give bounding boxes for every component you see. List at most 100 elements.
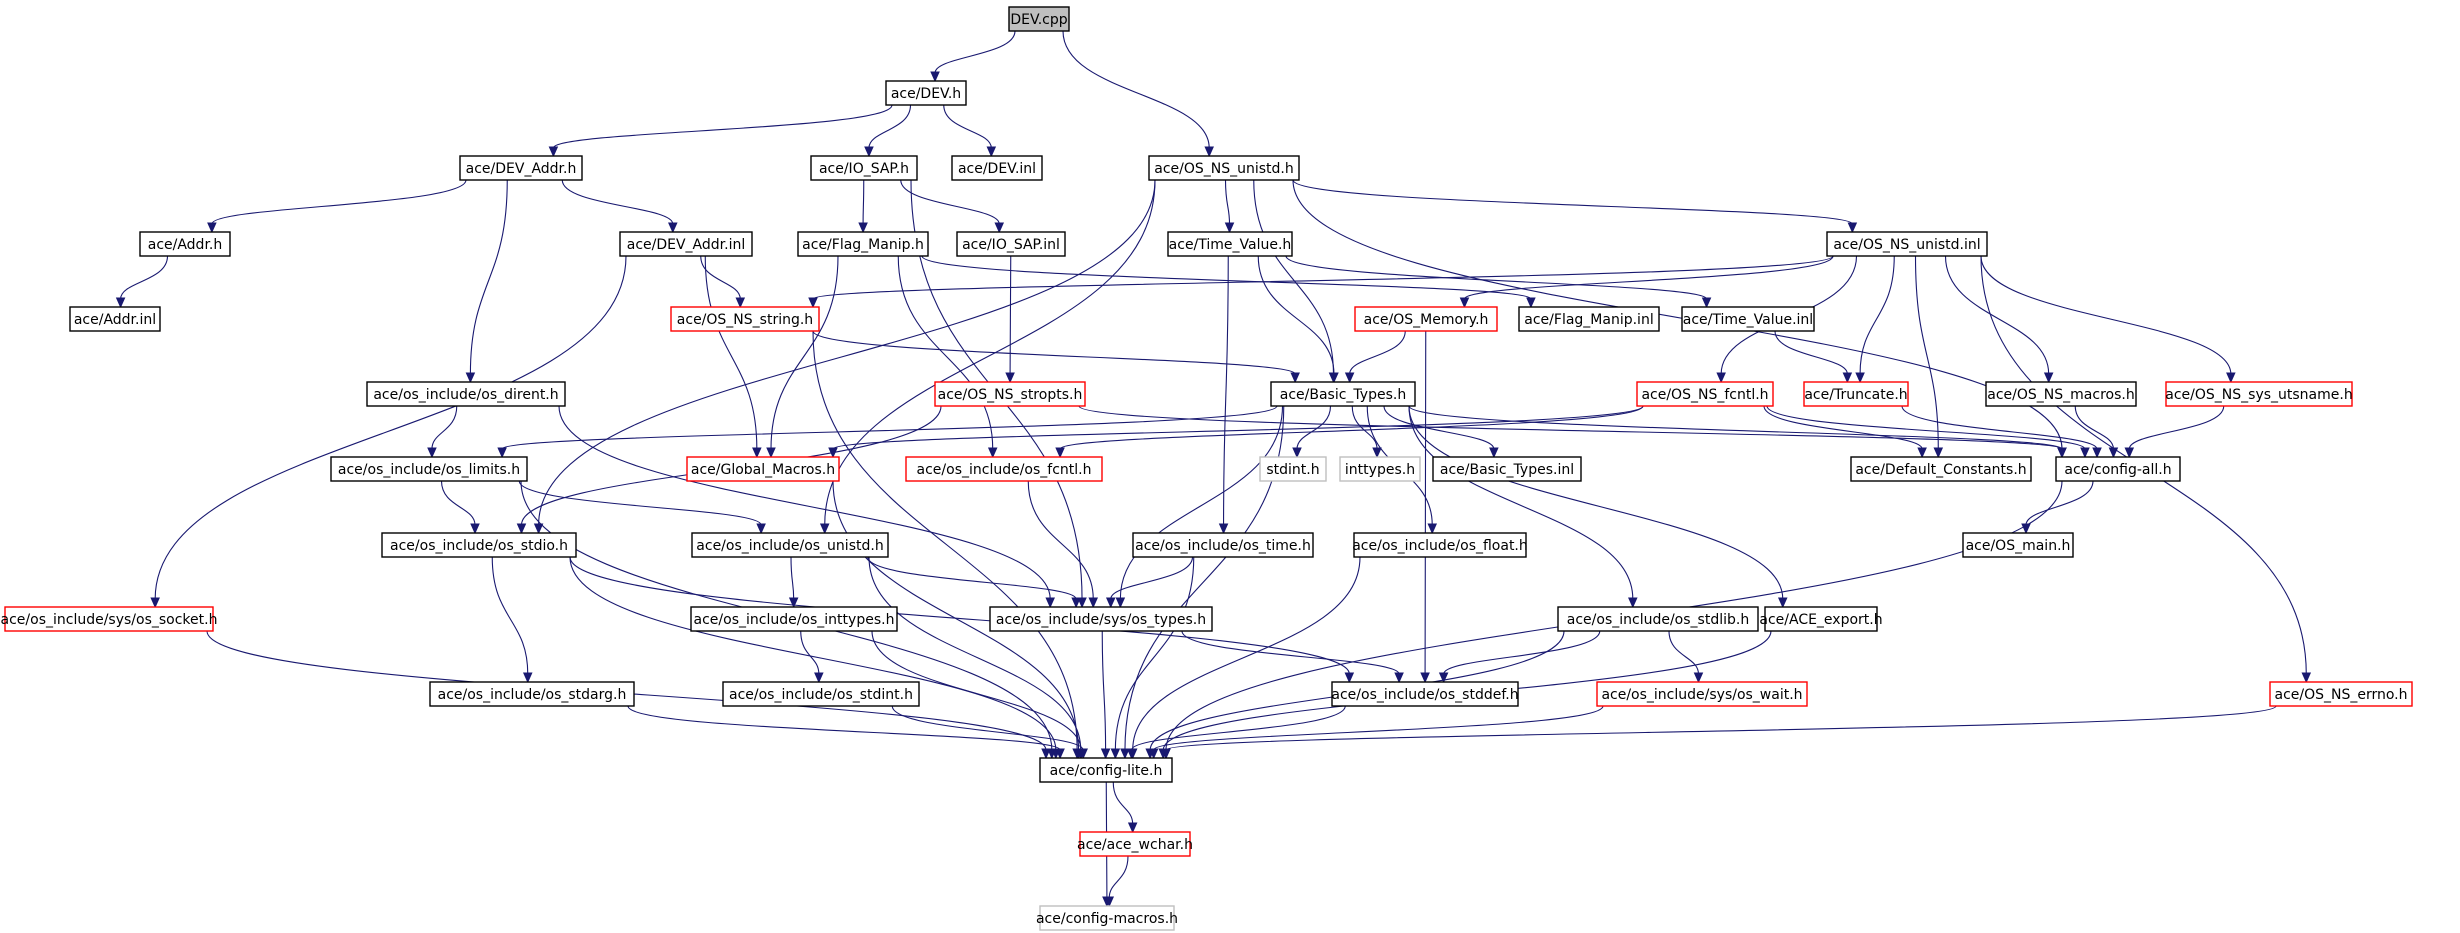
edge-line bbox=[770, 255, 839, 450]
node-basic-types-inl[interactable]: ace/Basic_Types.inl bbox=[1432, 456, 1582, 482]
node-ace-wchar-h[interactable]: ace/ace_wchar.h bbox=[1077, 831, 1193, 857]
node-os-ns-unistd-h[interactable]: ace/OS_NS_unistd.h bbox=[1148, 155, 1300, 181]
edge-arrowhead bbox=[994, 222, 1005, 234]
node-sys-os-wait-h[interactable]: ace/os_include/sys/os_wait.h bbox=[1596, 681, 1808, 707]
node-dev-h[interactable]: ace/DEV.h bbox=[885, 80, 967, 106]
edge-line bbox=[561, 179, 674, 225]
node-os-ns-macros-h[interactable]: ace/OS_NS_macros.h bbox=[1985, 381, 2137, 407]
node-label: ace/os_include/os_stdarg.h bbox=[438, 687, 627, 703]
node-os-float-h[interactable]: ace/os_include/os_float.h bbox=[1352, 532, 1528, 558]
node-box bbox=[989, 606, 1213, 632]
node-os-stdlib-h[interactable]: ace/os_include/os_stdlib.h bbox=[1557, 606, 1759, 632]
edge-os-float-h-to-config-lite-h bbox=[1127, 556, 1361, 760]
node-box bbox=[1596, 681, 1808, 707]
node-ace-export-h[interactable]: ace/ACE_export.h bbox=[1759, 606, 1883, 632]
edge-arrowhead bbox=[1628, 597, 1638, 609]
node-box bbox=[1270, 381, 1416, 407]
edge-arrowhead bbox=[1526, 297, 1536, 309]
node-flag-manip-h[interactable]: ace/Flag_Manip.h bbox=[797, 231, 929, 257]
edge-arrowhead bbox=[1110, 748, 1121, 760]
node-os-stdint-h[interactable]: ace/os_include/os_stdint.h bbox=[722, 681, 920, 707]
node-dev-inl[interactable]: ace/DEV.inl bbox=[951, 155, 1043, 181]
edge-line bbox=[1153, 705, 1604, 751]
node-truncate-h[interactable]: ace/Truncate.h bbox=[1803, 381, 1909, 407]
edge-os-unistd-h-to-os-inttypes-h bbox=[788, 556, 799, 609]
edge-line bbox=[943, 104, 992, 149]
edge-line bbox=[1132, 556, 1361, 751]
node-sys-os-socket-h[interactable]: ace/os_include/sys/os_socket.h bbox=[1, 606, 218, 632]
node-config-macros-h[interactable]: ace/config-macros.h bbox=[1036, 905, 1178, 931]
edge-line bbox=[1112, 781, 1134, 825]
edge-arrowhead bbox=[1005, 372, 1015, 384]
edge-os-ns-unistd-h-to-os-ns-unistd-inl bbox=[1292, 179, 1858, 234]
node-global-macros-h[interactable]: ace/Global_Macros.h bbox=[686, 456, 840, 482]
node-box bbox=[722, 681, 920, 707]
edge-line bbox=[1668, 630, 1700, 675]
node-os-inttypes-h[interactable]: ace/os_include/os_inttypes.h bbox=[690, 606, 898, 632]
node-os-dirent-h[interactable]: ace/os_include/os_dirent.h bbox=[366, 381, 566, 407]
node-dev-cpp[interactable]: DEV.cpp bbox=[1008, 6, 1070, 32]
node-os-ns-string-h[interactable]: ace/OS_NS_string.h bbox=[670, 306, 820, 332]
node-io-sap-inl[interactable]: ace/IO_SAP.inl bbox=[956, 231, 1066, 257]
node-flag-manip-inl[interactable]: ace/Flag_Manip.inl bbox=[1518, 306, 1660, 332]
node-os-stdarg-h[interactable]: ace/os_include/os_stdarg.h bbox=[429, 681, 635, 707]
node-box bbox=[2269, 681, 2413, 707]
node-basic-types-h[interactable]: ace/Basic_Types.h bbox=[1270, 381, 1416, 407]
node-os-stdio-h[interactable]: ace/os_include/os_stdio.h bbox=[381, 532, 577, 558]
node-box bbox=[1985, 381, 2137, 407]
node-os-fcntl-h[interactable]: ace/os_include/os_fcntl.h bbox=[905, 456, 1103, 482]
edge-arrowhead bbox=[207, 222, 217, 234]
node-os-time-h[interactable]: ace/os_include/os_time.h bbox=[1132, 532, 1314, 558]
node-os-stddef-h[interactable]: ace/os_include/os_stddef.h bbox=[1331, 681, 1519, 707]
edge-arrowhead bbox=[516, 523, 527, 535]
edge-time-value-h-to-os-time-h bbox=[1218, 255, 1229, 535]
node-time-value-inl[interactable]: ace/Time_Value.inl bbox=[1681, 306, 1815, 332]
node-io-sap-h[interactable]: ace/IO_SAP.h bbox=[810, 155, 918, 181]
edge-line bbox=[1110, 556, 1194, 600]
node-os-main-h[interactable]: ace/OS_main.h bbox=[1962, 532, 2074, 558]
edge-arrowhead bbox=[2108, 447, 2119, 459]
node-default-constants-h[interactable]: ace/Default_Constants.h bbox=[1850, 456, 2032, 482]
node-box bbox=[885, 80, 967, 106]
node-config-all-h[interactable]: ace/config-all.h bbox=[2055, 456, 2181, 482]
edge-line bbox=[1257, 255, 1335, 375]
edge-arrowhead bbox=[2124, 447, 2135, 459]
edge-os-ns-fcntl-h-to-global-macros-h bbox=[828, 405, 1644, 459]
edge-line bbox=[934, 30, 1016, 74]
node-os-ns-errno-h[interactable]: ace/OS_NS_errno.h bbox=[2269, 681, 2413, 707]
node-dev-addr-h[interactable]: ace/DEV_Addr.h bbox=[459, 155, 583, 181]
node-label: ace/ACE_export.h bbox=[1759, 612, 1882, 628]
node-box bbox=[1008, 6, 1070, 32]
edge-basic-types-h-to-os-stdlib-h bbox=[1408, 405, 1638, 609]
edge-arrowhead bbox=[1204, 146, 1214, 158]
node-addr-h[interactable]: ace/Addr.h bbox=[139, 231, 231, 257]
node-label: ace/Basic_Types.h bbox=[1280, 387, 1406, 403]
node-dev-addr-inl[interactable]: ace/DEV_Addr.inl bbox=[619, 231, 753, 257]
node-label: stdint.h bbox=[1266, 462, 1319, 478]
edge-os-stdint-h-to-config-lite-h bbox=[891, 705, 1088, 760]
node-stdint-h[interactable]: stdint.h bbox=[1259, 456, 1327, 482]
node-os-ns-unistd-inl[interactable]: ace/OS_NS_unistd.inl bbox=[1826, 231, 1988, 257]
node-sys-os-types-h[interactable]: ace/os_include/sys/os_types.h bbox=[989, 606, 1213, 632]
edge-arrowhead bbox=[828, 447, 838, 459]
edge-line bbox=[800, 630, 820, 675]
node-time-value-h[interactable]: ace/Time_Value.h bbox=[1167, 231, 1293, 257]
node-os-unistd-h[interactable]: ace/os_include/os_unistd.h bbox=[691, 532, 889, 558]
edge-line bbox=[700, 255, 741, 300]
edge-line bbox=[2128, 405, 2225, 450]
node-inttypes-h[interactable]: inttypes.h bbox=[1339, 456, 1421, 482]
node-box bbox=[4, 606, 214, 632]
node-box bbox=[429, 681, 635, 707]
node-config-lite-h[interactable]: ace/config-lite.h bbox=[1039, 757, 1173, 783]
node-addr-inl[interactable]: ace/Addr.inl bbox=[69, 306, 161, 332]
edge-line bbox=[1408, 405, 1634, 600]
node-os-ns-fcntl-h[interactable]: ace/OS_NS_fcntl.h bbox=[1636, 381, 1774, 407]
node-os-limits-h[interactable]: ace/os_include/os_limits.h bbox=[330, 456, 528, 482]
node-box bbox=[1962, 532, 2074, 558]
node-os-ns-sys-utsname-h[interactable]: ace/OS_NS_sys_utsname.h bbox=[2165, 381, 2353, 407]
edge-line bbox=[832, 405, 1644, 450]
node-os-memory-h[interactable]: ace/OS_Memory.h bbox=[1354, 306, 1498, 332]
edge-os-stdio-h-to-os-stddef-h bbox=[569, 556, 1355, 684]
node-os-ns-stropts-h[interactable]: ace/OS_NS_stropts.h bbox=[934, 381, 1086, 407]
edge-line bbox=[862, 179, 865, 225]
